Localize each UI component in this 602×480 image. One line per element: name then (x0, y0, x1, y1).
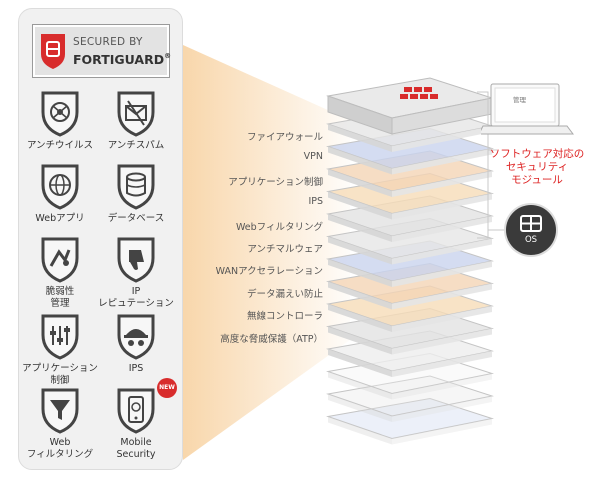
fortigate-appliance (326, 77, 494, 135)
database-icon (117, 164, 155, 210)
tower-layer-edge (328, 394, 392, 422)
laptop-label: 管理 (513, 96, 526, 104)
tower-layer (326, 397, 494, 440)
service-label: アンチスパム (107, 140, 165, 151)
tower-layer-edge (328, 124, 392, 152)
service-label: Web フィルタリング (26, 437, 94, 460)
service-tile: Webアプリ (20, 163, 100, 225)
tower-layer-side (392, 261, 492, 287)
tower-layer-edge (328, 304, 392, 332)
tower-layer-side (392, 193, 492, 220)
tower-layer-side (392, 396, 492, 422)
layer-label: アンチマルウェア (247, 244, 323, 255)
layer-label: データ漏えい防止 (246, 288, 323, 300)
tower-layer-side (392, 306, 492, 332)
tower-layer-edge (328, 214, 392, 242)
tower-layer-edge (328, 416, 392, 445)
fortinet-logo-icon (520, 215, 542, 232)
badge-line1: SECURED BY (73, 36, 143, 48)
funnel-icon (41, 388, 79, 434)
service-label: IPS (128, 363, 144, 374)
spam-envelope-icon (117, 91, 155, 137)
biohazard-icon (41, 91, 79, 137)
tower-layer-side (392, 373, 492, 400)
layer-label: ファイアウォール (246, 132, 323, 143)
service-label: データベース (107, 213, 165, 224)
service-tile: データベース (96, 163, 176, 225)
tower-layer-side (392, 418, 492, 445)
tower-layer-side (392, 148, 492, 175)
layer-label: 高度な脅威保護（ATP） (220, 333, 323, 345)
tower-layer-side (392, 351, 492, 377)
tower-layer-edge (328, 371, 392, 400)
tower-layer-edge (328, 349, 392, 377)
tower-layer-side (392, 283, 492, 310)
tower-layer-edge (328, 191, 392, 220)
service-label: IP レピュテーション (98, 286, 174, 309)
service-tile: IPS (96, 313, 176, 375)
secured-by-fortiguard-badge: SECURED BY FORTIGUARD® (32, 24, 172, 78)
tower-layer-edge (328, 146, 392, 175)
tower-layer (326, 375, 494, 417)
tower-layer-edge (328, 169, 392, 197)
os-badge: OS (506, 205, 556, 255)
web-app-icon (41, 164, 79, 210)
badge-line2: FORTIGUARD® (73, 52, 172, 67)
tower-layer-side (392, 216, 492, 242)
laptop-icon (481, 83, 574, 135)
tower-layer-side (392, 238, 492, 265)
service-tile: Mobile Security (96, 387, 176, 461)
software-module-text: ソフトウェア対応の セキュリティ モジュール (489, 148, 585, 186)
tower-layer-side (392, 328, 492, 355)
layer-label: VPN (303, 151, 323, 163)
layer-label: 無線コントローラ (246, 311, 323, 323)
service-label: 脆弱性 管理 (45, 286, 75, 309)
service-tile: Web フィルタリング (20, 387, 100, 461)
tower-layer-edge (328, 281, 392, 310)
service-tile: アンチスパム (96, 90, 176, 152)
tower-layer-edge (328, 236, 392, 265)
new-badge: NEW (157, 378, 177, 398)
layer-label: アプリケーション制御 (228, 176, 323, 188)
vulnerability-icon (41, 237, 79, 283)
service-label: Mobile Security (116, 437, 156, 460)
service-label: アプリケーション 制御 (22, 363, 98, 386)
service-label: アンチウイルス (26, 140, 94, 151)
service-tile: アンチウイルス (20, 90, 100, 152)
layer-label: WANアクセラレーション (215, 266, 323, 278)
spy-icon (117, 314, 155, 360)
fortiguard-shield-icon (41, 34, 65, 69)
tower-layer-side (392, 126, 492, 152)
service-tile: IP レピュテーション (96, 236, 176, 310)
service-tile: 脆弱性 管理 (20, 236, 100, 310)
tower-layer-edge (328, 259, 392, 287)
tower-layer-side (392, 171, 492, 197)
tower-layer-edge (328, 326, 392, 355)
mobile-icon (117, 388, 155, 434)
service-tile: アプリケーション 制御 (20, 313, 100, 387)
os-label: OS (524, 235, 538, 245)
thumbs-down-icon (117, 237, 155, 283)
layer-label: Webフィルタリング (235, 221, 323, 233)
app-control-icon (41, 314, 79, 360)
layer-label: IPS (308, 196, 323, 208)
service-label: Webアプリ (35, 213, 85, 224)
